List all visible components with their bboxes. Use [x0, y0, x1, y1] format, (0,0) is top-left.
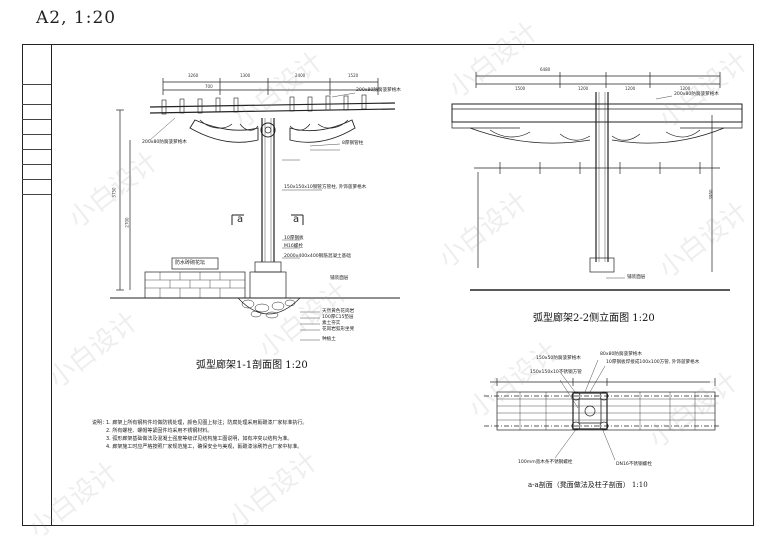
note-item-1: 1. 廊架上所有钢构件均做防锈处理，颜色见图上标注；防腐处理采用氟碳漆厂家标准执…: [106, 420, 308, 426]
view-a-a-title: a-a剖面（凳面做法及柱子剖面） 1:10: [528, 481, 648, 489]
planter-plaque: 防水砖砌花坛: [175, 260, 206, 266]
dim22-top-3: 1200: [578, 86, 589, 91]
dim-top-3: 2400: [295, 73, 306, 78]
callout-bolt: M16螺栓: [284, 244, 303, 249]
note-item-2: 2. 所有螺栓、螺帽等紧固件均采用不锈钢材料。: [106, 428, 213, 434]
callout22-beam: 200x80防腐菠萝格木: [674, 92, 719, 97]
notes-heading: 说明：: [92, 420, 108, 426]
view-2-2-title: 弧型廊架2-2侧立面图 1:20: [533, 313, 655, 324]
callout-aa-2: 80x80防腐菠萝格木: [600, 352, 642, 357]
dim22-top-5: 1200: [680, 86, 691, 91]
callout-bed: 100厚C15垫层: [322, 315, 354, 320]
dim22-top-4: 1200: [625, 86, 636, 91]
dim-side-1: 3750: [111, 187, 117, 198]
callout-plate: 10厚钢板: [284, 236, 304, 241]
dim22-side: 3950: [708, 189, 714, 200]
dim22-top-2: 1500: [515, 86, 526, 91]
callout-planting: 种植土: [322, 337, 336, 342]
callout22-paving: 铺装面层: [627, 275, 646, 280]
callout-seat: 花岗岩弧形坐凳: [322, 327, 355, 332]
sheet-label: A2, 1:20: [36, 8, 117, 28]
dim-top-4: 1520: [348, 73, 359, 78]
callout-aa-4: 150x150x10不锈钢方管: [530, 370, 582, 375]
dim22-top-1: 6480: [540, 67, 551, 72]
callout-beam-left: 200x80防腐菠萝格木: [142, 140, 187, 145]
dim-top-5: 700: [205, 84, 213, 89]
section-mark-left: a: [237, 214, 243, 225]
title-strip: [22, 44, 52, 526]
callout-granite: 天然黄色花岗岩: [322, 309, 355, 314]
callout-aa-1: 150x50防腐菠萝格木: [536, 356, 581, 361]
callout-soil: 素土夯实: [322, 321, 341, 326]
callout-aa-5: 100mm宽木条不锈钢螺栓: [518, 460, 573, 465]
note-item-4: 4. 廊架施工时应严格按照厂家规范施工，确保安全与美观，氟碳漆涂刷符合厂家中标准…: [106, 444, 303, 450]
callout-aa-3: 10厚钢板焊接成100x100方管, 外饰菠萝格木: [606, 360, 700, 365]
callout-beam: 200x80防腐菠萝格木: [356, 88, 401, 93]
callout-column: 8厚钢管柱: [342, 141, 364, 146]
drawing-frame: [22, 44, 754, 526]
section-mark-right: a: [293, 214, 299, 225]
view-1-1-title: 弧型廊架1-1剖面图 1:20: [196, 360, 308, 371]
callout-tube: 150x150x10钢管方管柱, 外饰菠萝格木: [284, 185, 367, 190]
callout-paving: 铺装面层: [330, 276, 349, 281]
dim-side-2: 2700: [124, 217, 130, 228]
dim-top-1: 3260: [188, 73, 199, 78]
note-item-3: 3. 弧形廊架基础做法及混凝土强度等级详见结构施工图说明，如有冲突以结构为准。: [106, 436, 293, 442]
callout-aa-6: DN16不锈钢螺栓: [616, 462, 652, 467]
dim-top-2: 1300: [240, 73, 251, 78]
notes-block: 说明： 1. 廊架上所有钢构件均做防锈处理，颜色见图上标注；防腐处理采用氟碳漆厂…: [92, 419, 307, 451]
callout-footing: 2000x400x400钢筋混凝土基础: [284, 254, 351, 259]
